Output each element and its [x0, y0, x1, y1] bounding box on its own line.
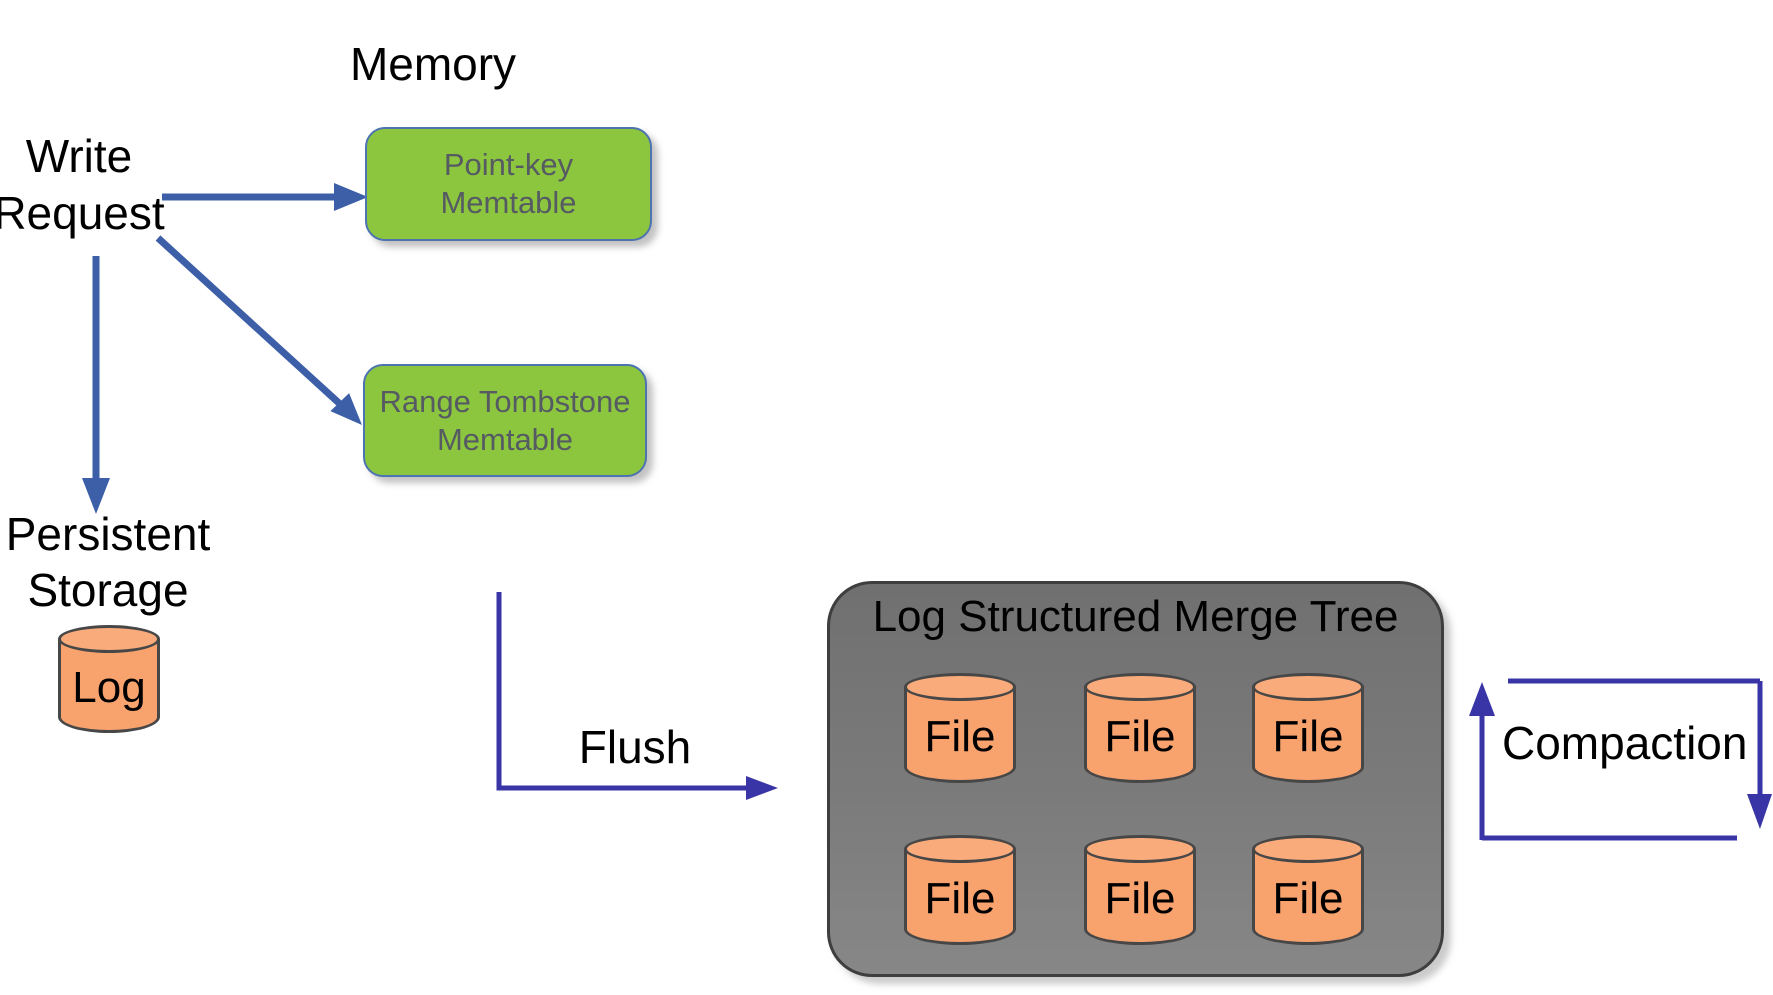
write-request-line2: Request	[0, 187, 165, 239]
persistent-storage-label: Persistent Storage	[6, 506, 211, 618]
file-cylinder-body	[904, 849, 1016, 945]
range-tombstone-line2: Memtable	[436, 421, 574, 457]
write-request-line1: Write	[25, 130, 133, 182]
file-cylinder-label: File	[1104, 712, 1176, 761]
file-cylinder-top-ellipse	[1252, 835, 1364, 863]
flush-label: Flush	[578, 721, 692, 773]
point-key-memtable-line1: Point-key	[443, 147, 574, 182]
write-to-storage-arrow	[82, 256, 110, 514]
file-cylinder-body	[1084, 687, 1196, 783]
file-cylinder-top-ellipse	[1084, 673, 1196, 701]
persistent-storage-line1: Persistent	[5, 508, 211, 560]
range-tombstone-memtable-box: Range Tombstone Memtable	[363, 364, 647, 477]
log-cylinder-body	[58, 639, 160, 733]
lsm-tree-title: Log Structured Merge Tree	[872, 592, 1399, 641]
file-cylinder-body	[1252, 687, 1364, 783]
file-cylinder-label: File	[1272, 874, 1344, 923]
persistent-storage-line2: Storage	[27, 564, 189, 616]
write-to-pointkey-arrow	[162, 183, 368, 211]
file-cylinder-top-ellipse	[1084, 835, 1196, 863]
file-cylinder: File	[904, 673, 1016, 783]
log-cylinder-label: Log	[72, 663, 146, 712]
point-key-memtable-line2: Memtable	[440, 185, 577, 220]
file-cylinder-body	[1084, 849, 1196, 945]
file-cylinder-body	[1252, 849, 1364, 945]
memory-label: Memory	[349, 38, 517, 90]
file-cylinder-top-ellipse	[1252, 673, 1364, 701]
file-cylinder: File	[1252, 835, 1364, 945]
file-cylinder-top-ellipse	[904, 835, 1016, 863]
file-cylinder: File	[904, 835, 1016, 945]
compaction-label: Compaction	[1502, 717, 1748, 769]
file-cylinder-label: File	[924, 874, 996, 923]
write-to-range-arrow	[155, 235, 362, 425]
file-cylinder-body	[904, 687, 1016, 783]
file-cylinder: File	[1252, 673, 1364, 783]
log-cylinder-top-ellipse	[58, 625, 160, 653]
file-cylinder-label: File	[1104, 874, 1176, 923]
file-cylinder-top-ellipse	[904, 673, 1016, 701]
range-tombstone-line1: Range Tombstone	[379, 383, 631, 419]
file-cylinder-label: File	[1272, 712, 1344, 761]
point-key-memtable-box: Point-key Memtable	[365, 127, 652, 241]
file-cylinder-label: File	[924, 712, 996, 761]
write-request-label: Write Request	[0, 128, 165, 242]
file-cylinder: File	[1084, 835, 1196, 945]
file-cylinder: File	[1084, 673, 1196, 783]
log-cylinder: Log	[58, 625, 160, 733]
